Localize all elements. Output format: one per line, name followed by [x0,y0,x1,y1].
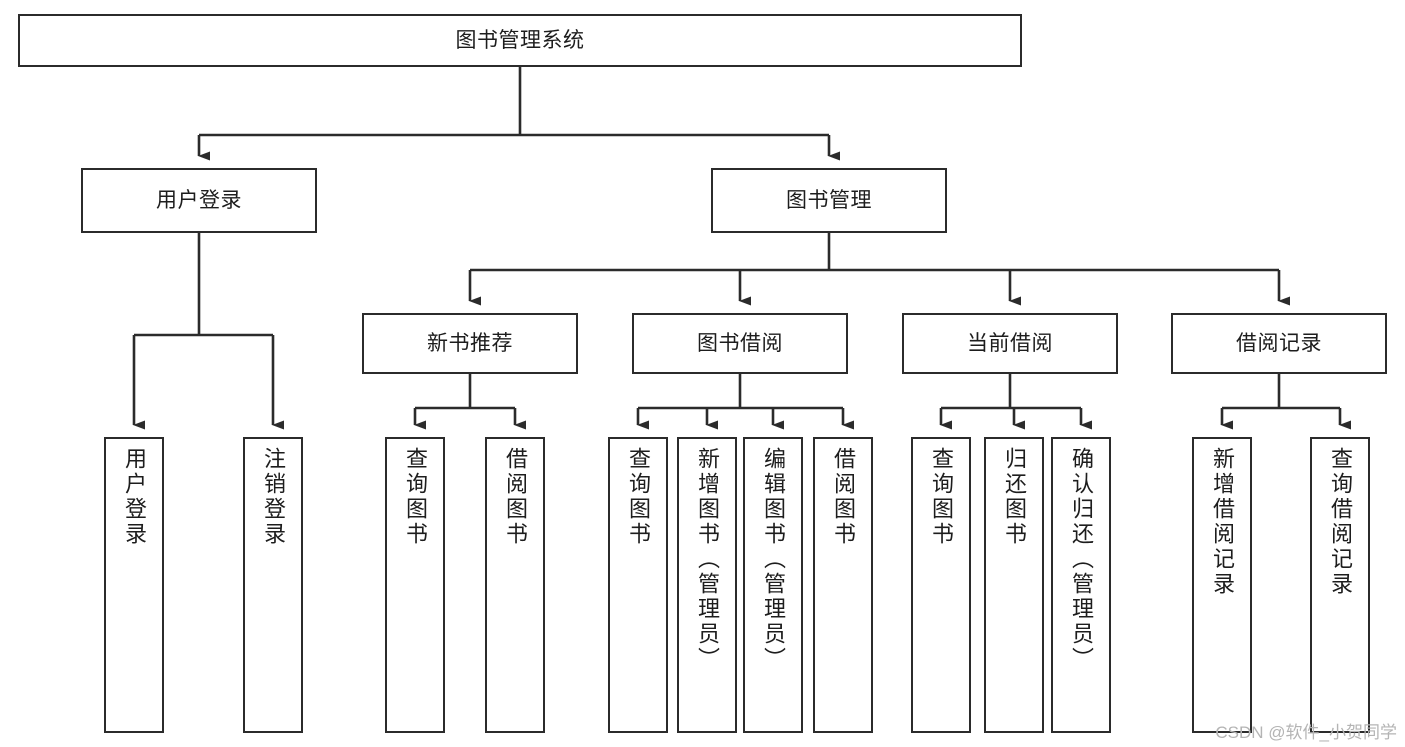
node-leaf-return-book[interactable]: 归还图书 [984,437,1044,733]
node-leaf-add-book-admin-label: 新增图书（管理员） [694,447,720,672]
node-borrow-record[interactable]: 借阅记录 [1171,313,1387,374]
node-leaf-edit-book-admin[interactable]: 编辑图书（管理员） [743,437,803,733]
node-leaf-logout-login-label: 注销登录 [260,447,286,547]
node-leaf-user-login[interactable]: 用户登录 [104,437,164,733]
node-leaf-logout-login[interactable]: 注销登录 [243,437,303,733]
node-leaf-borrow-book-1-label: 借阅图书 [502,447,528,547]
node-leaf-query-book-2-label: 查询图书 [625,447,651,547]
node-user-login[interactable]: 用户登录 [81,168,317,233]
csdn-watermark: CSDN @软件_小贺同学 [1215,723,1397,742]
node-leaf-add-borrow-record-label: 新增借阅记录 [1209,447,1235,597]
node-leaf-query-book-2[interactable]: 查询图书 [608,437,668,733]
node-leaf-user-login-label: 用户登录 [121,447,147,547]
node-leaf-add-book-admin[interactable]: 新增图书（管理员） [677,437,737,733]
node-leaf-confirm-return-admin-label: 确认归还（管理员） [1068,447,1094,672]
node-leaf-query-book-3[interactable]: 查询图书 [911,437,971,733]
node-user-login-label: 用户登录 [156,188,242,212]
node-root[interactable]: 图书管理系统 [18,14,1022,67]
node-leaf-query-book-3-label: 查询图书 [928,447,954,547]
node-current-borrow-label: 当前借阅 [967,331,1053,355]
node-new-book-recommend-label: 新书推荐 [427,331,513,355]
node-leaf-query-book-1[interactable]: 查询图书 [385,437,445,733]
node-leaf-borrow-book-2[interactable]: 借阅图书 [813,437,873,733]
node-book-borrow-label: 图书借阅 [697,331,783,355]
node-leaf-return-book-label: 归还图书 [1001,447,1027,547]
node-leaf-query-borrow-record[interactable]: 查询借阅记录 [1310,437,1370,733]
node-current-borrow[interactable]: 当前借阅 [902,313,1118,374]
node-leaf-borrow-book-2-label: 借阅图书 [830,447,856,547]
node-leaf-add-borrow-record[interactable]: 新增借阅记录 [1192,437,1252,733]
node-leaf-borrow-book-1[interactable]: 借阅图书 [485,437,545,733]
node-leaf-confirm-return-admin[interactable]: 确认归还（管理员） [1051,437,1111,733]
node-borrow-record-label: 借阅记录 [1236,331,1322,355]
node-leaf-query-book-1-label: 查询图书 [402,447,428,547]
node-leaf-edit-book-admin-label: 编辑图书（管理员） [760,447,786,672]
node-root-label: 图书管理系统 [455,28,585,52]
node-new-book-recommend[interactable]: 新书推荐 [362,313,578,374]
node-book-management[interactable]: 图书管理 [711,168,947,233]
node-book-borrow[interactable]: 图书借阅 [632,313,848,374]
node-leaf-query-borrow-record-label: 查询借阅记录 [1327,447,1353,597]
connector-group [132,67,1351,430]
node-book-management-label: 图书管理 [786,188,872,212]
